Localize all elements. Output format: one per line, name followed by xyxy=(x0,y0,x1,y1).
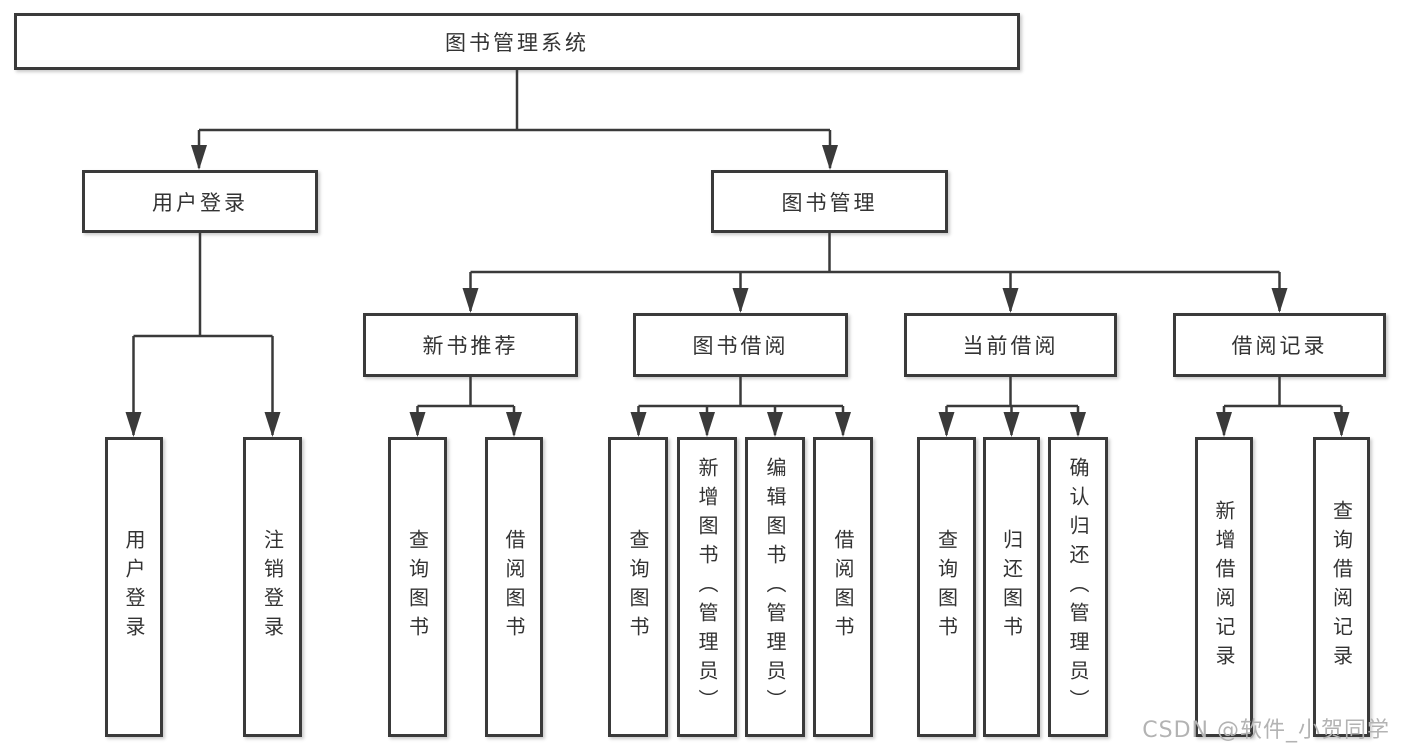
connector-borrowing-records-children xyxy=(1216,376,1350,437)
connector-book-borrowing-children xyxy=(630,376,851,437)
node-label: 查询图书 xyxy=(934,529,959,645)
node-label: 借阅图书 xyxy=(831,529,855,645)
node-current-borrowing: 当前借阅 xyxy=(904,313,1117,377)
node-edit-books-admin: 编辑图书（管理员） xyxy=(745,437,805,737)
node-user-login: 用户登录 xyxy=(82,170,318,233)
node-borrow-books-recommend: 借阅图书 xyxy=(485,437,543,737)
node-label: 编辑图书（管理员） xyxy=(763,456,787,718)
node-label: 查询图书 xyxy=(405,529,430,645)
node-label: 确认归还（管理员） xyxy=(1066,456,1090,718)
node-book-management: 图书管理 xyxy=(711,170,948,233)
connector-current-borrowing-children xyxy=(938,376,1086,437)
node-library-management-system: 图书管理系统 xyxy=(14,13,1020,70)
node-add-books-admin: 新增图书（管理员） xyxy=(677,437,737,737)
node-label: 查询图书 xyxy=(626,529,650,645)
node-borrow-books: 借阅图书 xyxy=(813,437,873,737)
node-label: 用户登录 xyxy=(122,529,146,645)
node-label: 归还图书 xyxy=(999,529,1024,645)
node-book-borrowing: 图书借阅 xyxy=(633,313,848,377)
node-label: 当前借阅 xyxy=(962,334,1059,358)
node-label: 借阅图书 xyxy=(502,529,526,645)
connector-root-to-level2 xyxy=(191,70,838,170)
node-label: 图书管理系统 xyxy=(445,30,589,55)
node-borrowing-records: 借阅记录 xyxy=(1173,313,1386,377)
node-query-books-current: 查询图书 xyxy=(917,437,976,737)
node-query-books-borrow: 查询图书 xyxy=(608,437,668,737)
node-label: 注销登录 xyxy=(260,529,285,645)
node-label: 图书借阅 xyxy=(692,334,789,358)
node-user-login-action: 用户登录 xyxy=(105,437,163,737)
node-label: 查询借阅记录 xyxy=(1329,500,1354,674)
node-add-borrow-record: 新增借阅记录 xyxy=(1195,437,1253,737)
connector-book-management-children xyxy=(462,232,1288,313)
node-label: 图书管理 xyxy=(781,190,878,215)
node-new-book-recommendation: 新书推荐 xyxy=(363,313,578,377)
node-label: 借阅记录 xyxy=(1231,334,1328,358)
csdn-watermark: CSDN @软件_小贺同学 xyxy=(1142,718,1390,743)
node-label: 新增借阅记录 xyxy=(1212,500,1236,674)
node-logout: 注销登录 xyxy=(243,437,302,737)
node-label: 用户登录 xyxy=(152,190,248,215)
connector-new-book-children xyxy=(409,376,522,437)
connector-user-login-children xyxy=(125,232,281,437)
node-query-books-recommend: 查询图书 xyxy=(388,437,447,737)
node-label: 新增图书（管理员） xyxy=(695,456,719,718)
node-confirm-return-admin: 确认归还（管理员） xyxy=(1048,437,1108,737)
node-return-books: 归还图书 xyxy=(983,437,1040,737)
node-label: 新书推荐 xyxy=(422,334,519,358)
node-query-borrow-record: 查询借阅记录 xyxy=(1313,437,1370,737)
